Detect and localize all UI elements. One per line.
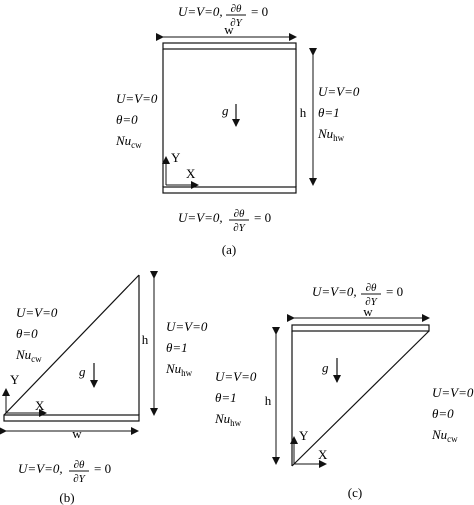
panel-b-left-bc-nusselt: Nucw [15, 347, 42, 364]
fraction-numerator: ∂θ [234, 208, 245, 220]
panel-c-diagonal-wall [291, 330, 430, 467]
panel-a-bottom-wall [162, 186, 297, 194]
panel-c-gravity-label: g [322, 360, 329, 375]
panel-a-right-bc-line2: θ=1 [318, 105, 340, 120]
panel-b-gravity-label: g [79, 364, 86, 379]
panel-a-bottom-adiabatic-fraction: ∂θ ∂Y = 0 [229, 208, 271, 234]
panel-a-left-bc-line1: U=V=0 [116, 91, 158, 106]
panel-b-left-bc-line2: θ=0 [16, 326, 38, 341]
panel-c-left-bc-line1: U=V=0 [215, 369, 257, 384]
panel-c-width-label: w [363, 304, 373, 319]
panel-b-diagonal-wall [3, 274, 140, 416]
panel-b-right-bc-nusselt: Nuhw [165, 361, 193, 378]
panel-b-left-bc-line1: U=V=0 [16, 305, 58, 320]
panel-c-y-axis-label: Y [299, 428, 309, 443]
panel-a-width-label: w [224, 22, 234, 37]
panel-b-bottom-wall [3, 414, 140, 422]
panel-b: h w g Y X U=V=0 θ=0 Nucw U=V=0 θ=1 Nuhw … [0, 271, 208, 505]
fraction-denominator: ∂Y [230, 17, 243, 29]
fraction-equals-zero: = 0 [94, 461, 111, 476]
panel-a-caption: (a) [222, 242, 236, 257]
panel-b-bottom-bc-label: U=V=0, [18, 461, 63, 476]
panel-a-right-bc-nusselt: Nuhw [317, 126, 345, 143]
panel-a-height-label: h [300, 105, 307, 120]
panel-a-top-adiabatic-fraction: ∂θ ∂Y = 0 [226, 3, 268, 29]
panel-b-right-bc-line1: U=V=0 [166, 319, 208, 334]
panel-c-top-wall [291, 324, 430, 332]
fraction-equals-zero: = 0 [254, 210, 271, 225]
panel-c-caption: (c) [348, 485, 362, 500]
panel-a-bottom-bc-label: U=V=0, [178, 210, 223, 225]
panel-b-caption: (b) [59, 490, 74, 505]
panel-c-height-label: h [265, 393, 272, 408]
panel-b-height-label: h [142, 332, 149, 347]
panel-c-left-bc-line2: θ=1 [215, 390, 237, 405]
panel-b-bottom-adiabatic-fraction: ∂θ ∂Y = 0 [69, 459, 111, 485]
panel-a: U=V=0, ∂θ ∂Y = 0 w h g Y X U=V=0 θ=0 Nuc… [115, 3, 360, 257]
fraction-denominator: ∂Y [233, 222, 246, 234]
panel-a-left-bc-line2: θ=0 [116, 112, 138, 127]
panel-a-x-axis-label: X [186, 166, 196, 181]
panel-a-top-bc-label: U=V=0, [178, 4, 223, 19]
panel-b-x-axis-label: X [35, 398, 45, 413]
panel-a-left-bc-nusselt: Nucw [115, 133, 142, 150]
panel-c-x-axis-label: X [318, 447, 328, 462]
fraction-numerator: ∂θ [74, 459, 85, 471]
panel-b-right-bc-line2: θ=1 [166, 340, 188, 355]
panel-c: U=V=0, ∂θ ∂Y = 0 w h g Y X U=V=0 θ=1 Nuh… [214, 282, 474, 500]
fraction-numerator: ∂θ [366, 282, 377, 294]
panel-c-right-bc-nusselt: Nucw [431, 427, 458, 444]
panel-c-right-bc-line2: θ=0 [432, 406, 454, 421]
panel-b-width-label: w [72, 426, 82, 441]
panel-c-top-adiabatic-fraction: ∂θ ∂Y = 0 [361, 282, 403, 308]
fraction-denominator: ∂Y [365, 296, 378, 308]
panel-a-gravity-label: g [222, 103, 229, 118]
panel-a-y-axis-label: Y [171, 150, 181, 165]
panel-c-left-bc-nusselt: Nuhw [214, 411, 242, 428]
panel-c-right-bc-line1: U=V=0 [432, 385, 474, 400]
fraction-equals-zero: = 0 [386, 284, 403, 299]
panel-a-right-bc-line1: U=V=0 [318, 84, 360, 99]
panel-b-y-axis-label: Y [10, 372, 20, 387]
fraction-denominator: ∂Y [73, 473, 86, 485]
panel-c-top-bc-label: U=V=0, [312, 284, 357, 299]
panel-a-top-wall [162, 42, 297, 50]
fraction-equals-zero: = 0 [251, 4, 268, 19]
fraction-numerator: ∂θ [231, 3, 242, 15]
